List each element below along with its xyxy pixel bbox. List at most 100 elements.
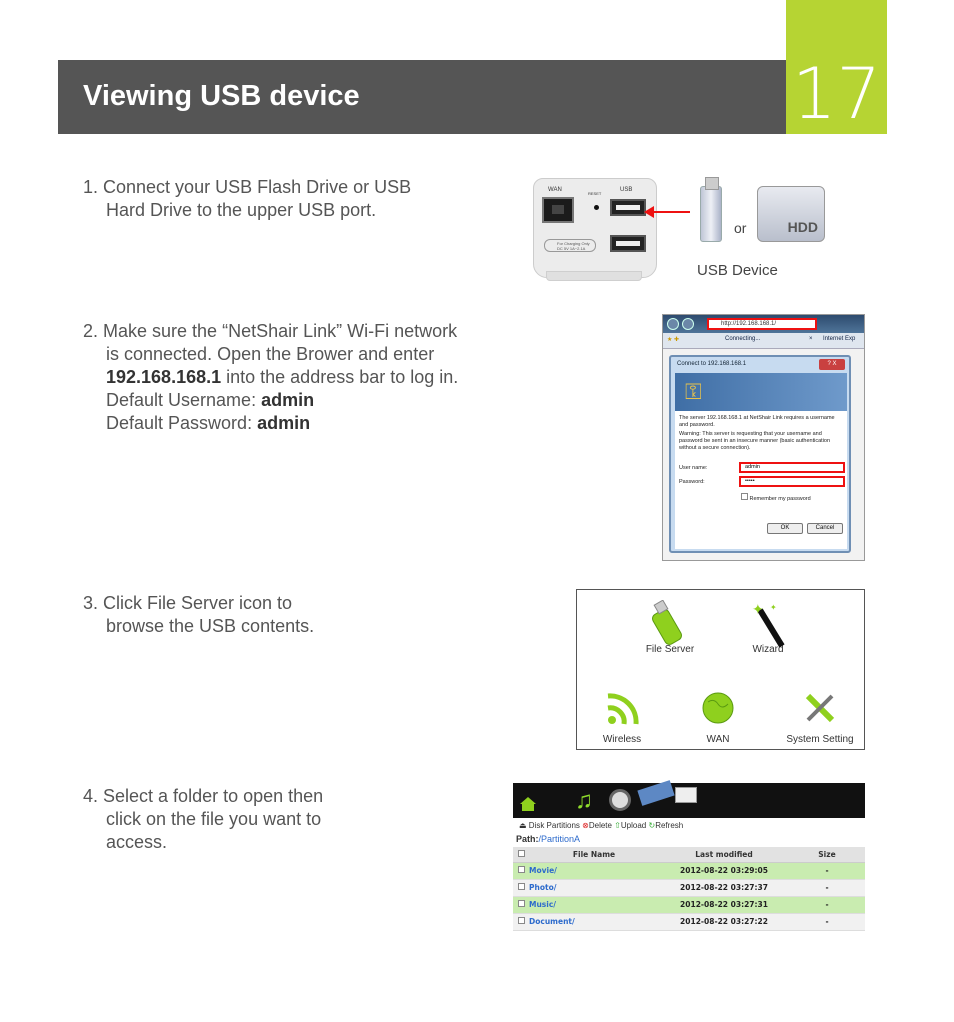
upload-button[interactable]: Upload [620, 821, 647, 830]
usb-flash-drive-icon [700, 177, 722, 242]
disk-partitions-button[interactable]: ⏏ Disk Partitions [519, 821, 580, 830]
tools-icon [802, 690, 838, 730]
file-manager-toolbar: ⏏ Disk Partitions ⊗Delete ⇧Upload ↻Refre… [519, 821, 683, 830]
browser-screenshot: http://192.168.168.1/ ★ ✚ Connecting... … [662, 314, 865, 561]
password-field[interactable]: ••••• [739, 476, 845, 487]
dialog-warning: Warning: This server is requesting that … [679, 431, 831, 451]
wan-app[interactable]: WAN [673, 690, 763, 745]
dialog-close-button[interactable]: ? X [819, 359, 845, 370]
column-last-modified[interactable]: Last modified [659, 847, 789, 863]
table-row[interactable]: Photo/ 2012-08-22 03:27:37 - [513, 879, 865, 897]
file-server-icon [652, 599, 688, 645]
charging-warning-label: For Charging Only DC 5V 1A~2.1A [544, 239, 596, 252]
file-manager-header: ♫ [513, 780, 865, 818]
reset-button-icon [594, 205, 599, 210]
table-row[interactable]: Document/ 2012-08-22 03:27:22 - [513, 913, 865, 931]
step-4-line-2: click on the file you want to [106, 809, 322, 829]
tab-close-icon[interactable]: × [809, 336, 813, 342]
step-4-text: 4. Select a folder to open then click on… [83, 785, 323, 854]
modified-cell: 2012-08-22 03:27:22 [659, 913, 789, 931]
password-label: Password: [679, 479, 705, 485]
music-note-icon: ♫ [575, 787, 593, 814]
folder-link[interactable]: Movie/ [529, 862, 659, 880]
table-row[interactable]: Movie/ 2012-08-22 03:29:05 - [513, 862, 865, 880]
back-icon[interactable] [667, 318, 679, 330]
cancel-button[interactable]: Cancel [807, 523, 843, 534]
modified-cell: 2012-08-22 03:27:31 [659, 896, 789, 914]
file-server-app[interactable]: File Server [625, 599, 715, 655]
path-link[interactable]: /PartitionA [538, 834, 581, 844]
dialog-banner: ⚿ [675, 373, 847, 411]
hard-drive-icon: HDD [757, 186, 825, 242]
step-3-text: 3. Click File Server icon to browse the … [83, 592, 314, 638]
column-size[interactable]: Size [789, 847, 865, 863]
page-title: Viewing USB device [83, 80, 360, 112]
ok-button[interactable]: OK [767, 523, 803, 534]
tab-connecting[interactable]: Connecting... [725, 336, 761, 342]
step-2-username: Default Username: admin [106, 390, 315, 410]
delete-button[interactable]: Delete [588, 821, 612, 830]
select-all-checkbox[interactable] [517, 849, 525, 857]
home-icon[interactable] [519, 797, 537, 811]
address-bar[interactable]: http://192.168.168.1/ [707, 318, 817, 330]
refresh-button[interactable]: Refresh [655, 821, 684, 830]
upper-usb-port-icon [610, 199, 646, 216]
step-4-line-1: 4. Select a folder to open then [83, 786, 324, 806]
wizard-app[interactable]: ✦✦ Wizard [723, 600, 813, 655]
tab-internet-explorer[interactable]: Internet Exp [823, 336, 856, 342]
folder-link[interactable]: Document/ [529, 913, 659, 931]
step-3-line-2: browse the USB contents. [106, 616, 315, 636]
column-file-name[interactable]: File Name [529, 847, 659, 863]
ip-address: 192.168.168.1 [106, 367, 222, 387]
login-dialog: Connect to 192.168.168.1 ? X ⚿ The serve… [669, 355, 851, 553]
step-1-line-1: 1. Connect your USB Flash Drive or USB [83, 177, 412, 197]
router-base [546, 271, 642, 281]
system-setting-app[interactable]: System Setting [775, 690, 865, 745]
forward-icon[interactable] [682, 318, 694, 330]
row-checkbox[interactable] [517, 883, 525, 890]
wizard-label: Wizard [752, 644, 784, 655]
wireless-app[interactable]: Wireless [577, 690, 667, 745]
hdd-label: HDD [787, 219, 818, 235]
step-2-text: 2. Make sure the “NetShair Link” Wi-Fi n… [83, 320, 458, 435]
favorites-star-icon[interactable]: ★ ✚ [667, 337, 680, 343]
wan-port-icon [542, 197, 574, 223]
step-2-line-1: 2. Make sure the “NetShair Link” Wi-Fi n… [83, 321, 458, 341]
usb-device-caption: USB Device [697, 262, 778, 279]
keys-icon: ⚿ [685, 379, 702, 404]
username-label: User name: [679, 465, 708, 471]
table-row[interactable]: Music/ 2012-08-22 03:27:31 - [513, 896, 865, 914]
modified-cell: 2012-08-22 03:27:37 [659, 879, 789, 897]
step-2-password: Default Password: admin [106, 413, 311, 433]
arrow-line [652, 211, 690, 213]
step-4-line-3: access. [106, 832, 168, 852]
page-number-tab [786, 0, 887, 134]
page-number: 17 [791, 53, 882, 135]
step-2-line-2: is connected. Open the Brower and enter [106, 344, 435, 364]
remember-password-checkbox[interactable]: Remember my password [741, 493, 811, 502]
size-cell: - [789, 913, 865, 931]
dialog-message: The server 192.168.168.1 at NetShair Lin… [679, 415, 835, 428]
username-field[interactable]: admin [739, 462, 845, 473]
refresh-icon: ↻ [648, 821, 656, 830]
step-1-text: 1. Connect your USB Flash Drive or USB H… [83, 176, 411, 222]
path-breadcrumb: Path:/PartitionA [516, 834, 581, 844]
or-text: or [734, 220, 747, 236]
arrow-left-icon [644, 206, 654, 218]
folder-link[interactable]: Music/ [529, 896, 659, 914]
dialog-title: Connect to 192.168.168.1 [677, 361, 747, 367]
app-icon-grid: File Server ✦✦ Wizard Wireless WAN Syste… [576, 589, 865, 750]
file-server-label: File Server [645, 644, 695, 655]
browser-tabs: ★ ✚ Connecting... × Internet Exp [663, 333, 864, 349]
row-checkbox[interactable] [517, 900, 525, 907]
file-manager-screenshot: ♫ ⏏ Disk Partitions ⊗Delete ⇧Upload ↻Ref… [513, 780, 865, 935]
wireless-label: Wireless [602, 734, 642, 745]
row-checkbox[interactable] [517, 866, 525, 873]
disc-icon [609, 789, 631, 811]
dialog-body: ⚿ The server 192.168.168.1 at NetShair L… [675, 373, 847, 549]
system-setting-label: System Setting [786, 734, 854, 745]
folder-link[interactable]: Photo/ [529, 879, 659, 897]
row-checkbox[interactable] [517, 917, 525, 924]
step-2-line-3: 192.168.168.1 into the address bar to lo… [106, 367, 459, 387]
wan-label: WAN [706, 734, 730, 745]
